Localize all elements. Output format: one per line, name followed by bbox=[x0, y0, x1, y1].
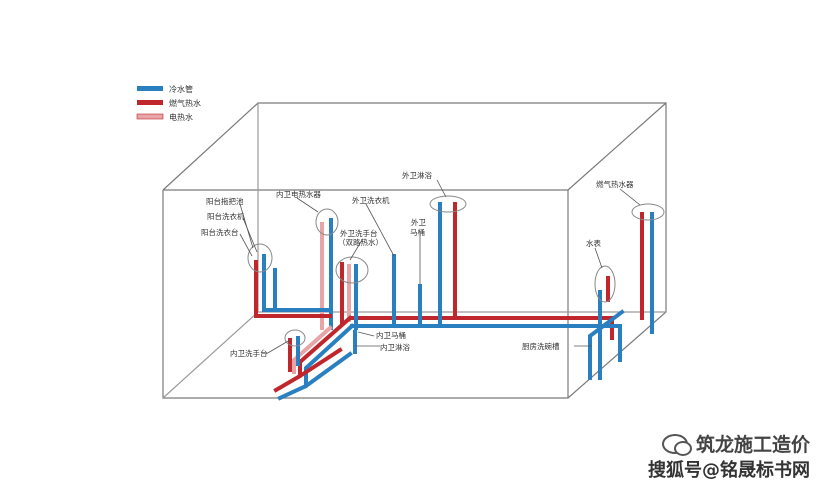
label-balcony-mop: 阳台拖把池 bbox=[206, 196, 244, 206]
label-outer-basin: 外卫洗手台 bbox=[340, 228, 378, 238]
wechat-icon bbox=[661, 433, 692, 456]
label-kitchen-sink: 厨房洗碗槽 bbox=[522, 341, 560, 351]
balcony-hot-riser bbox=[254, 260, 332, 318]
callout-water-meter bbox=[594, 265, 616, 303]
label-inner-basin: 内卫洗手台 bbox=[230, 348, 268, 358]
label-balcony-washer: 阳台洗衣机 bbox=[207, 211, 245, 221]
callouts bbox=[247, 195, 665, 347]
callout-balcony bbox=[247, 243, 273, 273]
label-outer-toilet-2: 马桶 bbox=[410, 227, 425, 237]
label-gas-heater: 燃气热水器 bbox=[596, 179, 634, 189]
leader-lines bbox=[239, 179, 641, 355]
callout-inner-heater bbox=[315, 208, 339, 236]
inner-hot-diagonal bbox=[273, 315, 353, 393]
label-inner-shower: 内卫淋浴 bbox=[380, 342, 410, 352]
legend-label-gas-hot: 燃气热水 bbox=[169, 98, 201, 108]
legend-swatch-gas-hot bbox=[137, 100, 163, 105]
label-inner-toilet: 内卫马桶 bbox=[376, 330, 406, 340]
labels: 阳台拖把池 阳台洗衣机 阳台洗衣台 内卫电热水器 外卫洗衣机 外卫洗手台 （双路… bbox=[201, 170, 634, 358]
legend: 冷水管 燃气热水 电热水 bbox=[136, 84, 201, 122]
label-outer-basin-2: （双路热水） bbox=[338, 237, 383, 247]
callout-gas-heater bbox=[631, 203, 665, 221]
watermark-line1: 筑龙施工造价 bbox=[695, 434, 810, 456]
label-outer-washer: 外卫洗衣机 bbox=[352, 195, 390, 205]
inner-lower-hot bbox=[297, 347, 343, 379]
watermark-brand: 筑龙施工造价 bbox=[661, 430, 810, 457]
balcony-cold-riser-1 bbox=[262, 254, 332, 312]
label-inner-heater: 内卫电热水器 bbox=[276, 189, 321, 199]
watermark-source: 搜狐号@铭晟标书网 bbox=[648, 460, 810, 481]
label-outer-toilet: 外卫 bbox=[411, 217, 426, 227]
label-outer-shower: 外卫淋浴 bbox=[402, 170, 432, 180]
inner-cold-diagonal bbox=[277, 323, 355, 401]
legend-label-electric-hot: 电热水 bbox=[169, 112, 193, 122]
legend-swatch-cold bbox=[137, 86, 163, 91]
kitchen-cold-pipe bbox=[588, 309, 625, 380]
label-balcony-basin: 阳台洗衣台 bbox=[201, 227, 239, 237]
legend-swatch-electric-hot bbox=[136, 113, 164, 120]
inner-electric-diagonal bbox=[292, 325, 333, 374]
callout-outer-shower bbox=[429, 195, 467, 213]
legend-label-cold: 冷水管 bbox=[169, 84, 193, 94]
label-water-meter: 水表 bbox=[586, 238, 601, 248]
inner-lower-cold bbox=[303, 351, 353, 389]
cold-main-pipe bbox=[350, 324, 622, 362]
callout-inner-basin bbox=[284, 329, 306, 347]
pipes bbox=[254, 202, 654, 401]
